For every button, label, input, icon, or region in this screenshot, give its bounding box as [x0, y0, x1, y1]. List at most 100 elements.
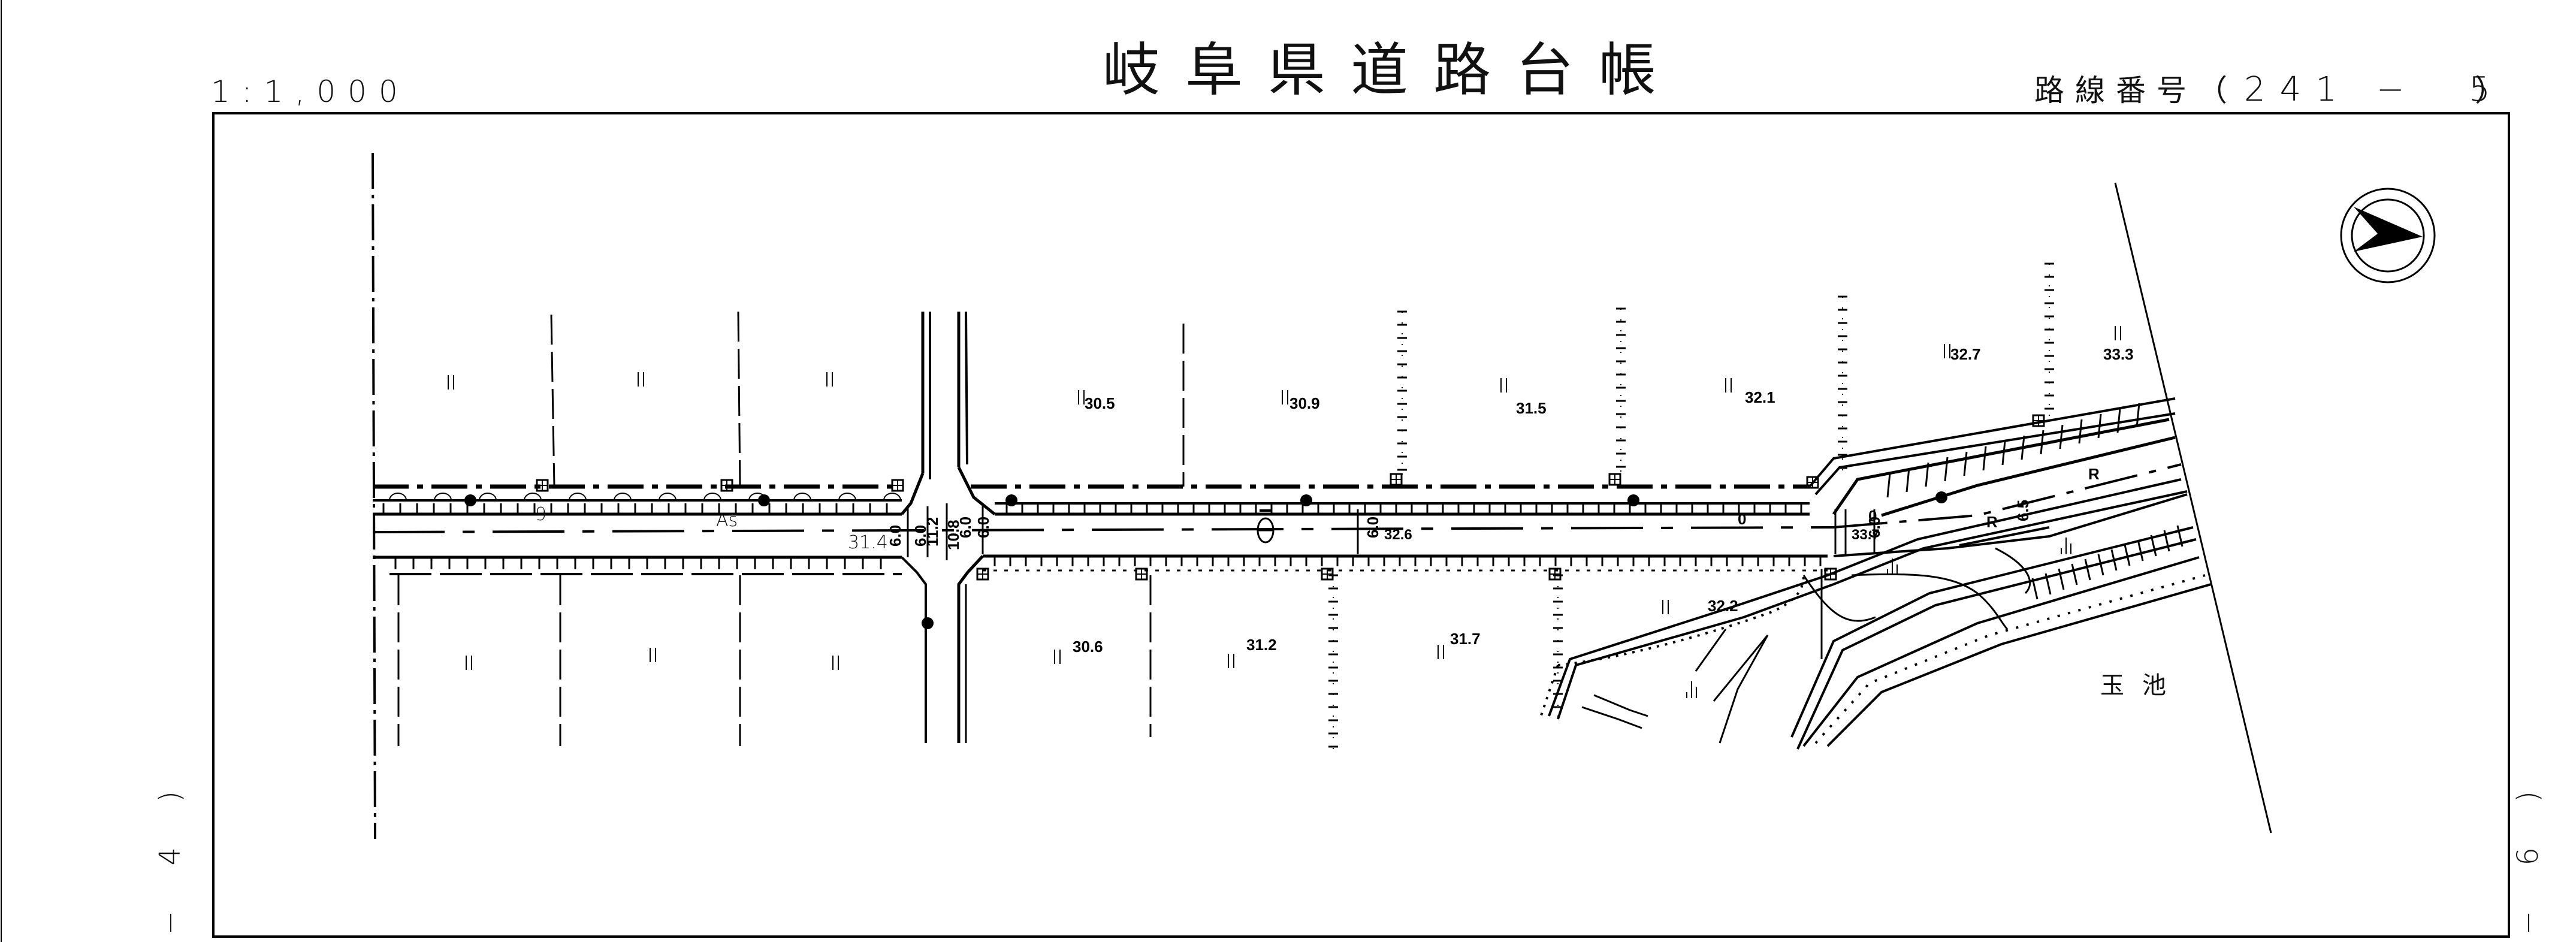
- elevation-label: 31.4: [848, 532, 888, 553]
- dimension-label: 11.2: [923, 517, 941, 547]
- dimension-label: 10.8: [944, 520, 962, 550]
- boundary-chain-line-west: [372, 152, 376, 840]
- dimension-label: 6.0: [886, 525, 904, 547]
- dimension-label: 6.0: [956, 517, 974, 538]
- elevation-label: 32.7: [1950, 345, 1981, 363]
- manhole-icon: [720, 479, 733, 492]
- hedge-arc: [434, 493, 452, 501]
- land-use-symbols: [448, 326, 2121, 698]
- slope-hatch: [2058, 568, 2065, 590]
- scale-label: 1:1,000: [211, 74, 410, 109]
- slope-hatch: [1925, 462, 1929, 487]
- hedge-arc: [883, 493, 901, 501]
- manhole-icon: [891, 479, 904, 492]
- centerline-label: 0: [1738, 510, 1746, 528]
- curb-ticks-south: [394, 556, 1822, 569]
- elevation-label: 30.6: [1073, 638, 1103, 656]
- slope-hatch: [2116, 408, 2121, 433]
- slope-hatch: [2001, 440, 2006, 466]
- road-centerline: [372, 526, 1834, 533]
- elevation-label: 31.2: [1246, 636, 1277, 654]
- hedge-arc: [614, 493, 632, 501]
- parcel-boundary-line: [737, 311, 741, 487]
- hedge-arc: [569, 493, 587, 501]
- manhole-icon: [1548, 567, 1562, 581]
- hedge-arc: [389, 493, 407, 501]
- intersection-dimension-lines: [907, 503, 1876, 560]
- slope-hatch: [2084, 558, 2091, 581]
- slope-hatch: [2059, 424, 2064, 449]
- slope-hatch: [1886, 473, 1891, 498]
- hedge-arc: [748, 493, 766, 501]
- route-number-label: 路線番号（: [2034, 73, 2238, 108]
- hedge-arc: [659, 493, 677, 501]
- match-line-east: [2114, 182, 2272, 834]
- slope-hatch: [2078, 419, 2083, 444]
- manhole-icon: [1608, 473, 1621, 486]
- slope-hatch: [1963, 451, 1968, 476]
- main-road: [372, 484, 1834, 575]
- road-width-label: 6.5: [2014, 500, 2032, 521]
- utility-pole-icon: [1300, 494, 1312, 506]
- elevation-label: 32.1: [1745, 388, 1775, 406]
- road-plan-drawing: As 9 玉池 6.0 6.0 11.2 10.8 6.0 6.0 6.0 6.…: [372, 152, 2272, 840]
- pole-icon: [922, 617, 934, 629]
- manhole-icon: [536, 479, 549, 492]
- slope-hatch: [2040, 430, 2045, 455]
- hedge-arc: [793, 493, 811, 501]
- slope-hatch: [1905, 467, 1910, 493]
- slope-hatch: [2071, 563, 2078, 585]
- elevation-label: 31.5: [1516, 399, 1547, 417]
- utility-pole-icon: [1005, 494, 1017, 506]
- slope-hatch: [2136, 403, 2140, 428]
- dimension-label: 6.0: [974, 517, 992, 538]
- manhole-icon: [1135, 567, 1148, 581]
- parcel-boundary-line: [550, 314, 555, 487]
- map-frame: [212, 112, 2510, 938]
- manhole-icon: [1390, 473, 1403, 486]
- slope-hatch: [2097, 554, 2104, 576]
- road-symbols: [389, 414, 2045, 581]
- road-width-label: 6.0: [1865, 517, 1883, 538]
- pond-name-label: 玉池: [2100, 672, 2184, 699]
- elevation-label: 31.7: [1450, 630, 1481, 648]
- elevation-label: 30.9: [1289, 394, 1320, 412]
- elevation-label: 30.5: [1085, 394, 1115, 412]
- utility-pole-icon: [1627, 494, 1639, 506]
- hatched-boundary-lines: [1328, 262, 2054, 758]
- side-road-south: [901, 555, 984, 743]
- left-page-reference: − 4 ): [153, 773, 187, 935]
- road-marker-9: 9: [535, 504, 546, 525]
- elevation-labels: 30.5 30.9 31.5 32.1 32.7 33.3 30.6 31.2 …: [848, 345, 2134, 656]
- slope-hatch: [2124, 544, 2131, 566]
- dimension-label: 6.0: [911, 525, 929, 547]
- slope-hatch: [1944, 457, 1949, 482]
- hedge-arc: [479, 493, 497, 501]
- elevation-label: 33.3: [2103, 345, 2134, 363]
- road-width-label: 6.0: [1364, 517, 1382, 538]
- route-number-value: 241 − 5: [2244, 70, 2505, 109]
- curb-ticks-north: [382, 503, 1802, 514]
- curve-label: R: [2088, 465, 2100, 483]
- benchmark-icon: [1257, 509, 1275, 544]
- parcel-boundaries: [397, 311, 1185, 746]
- slope-hatch: [2031, 578, 2039, 600]
- dimension-labels: 6.0 6.0 11.2 10.8 6.0 6.0 6.0 6.0 6.5 R …: [886, 465, 2100, 550]
- manhole-icon: [976, 567, 989, 581]
- route-number: 路線番号（ 241 − 5 ）: [2034, 70, 2505, 109]
- hedge-arc: [524, 493, 542, 501]
- surface-type-label: As: [716, 510, 738, 531]
- slope-hatch: [2021, 435, 2025, 460]
- hedge-arc: [703, 493, 721, 501]
- slope-hatch: [2137, 539, 2144, 561]
- curve-ramp-area: [1539, 397, 2212, 750]
- elevation-label: 32.6: [1384, 527, 1412, 543]
- utility-pole-icon: [464, 494, 476, 506]
- sheet-title: 岐阜県道路台帳: [1103, 37, 1681, 104]
- route-number-close: ）: [2475, 73, 2505, 108]
- utility-pole-icon: [758, 494, 770, 506]
- hedge-arc: [838, 493, 856, 501]
- north-arrow-icon: [2340, 188, 2436, 283]
- slope-hatch: [2097, 413, 2102, 439]
